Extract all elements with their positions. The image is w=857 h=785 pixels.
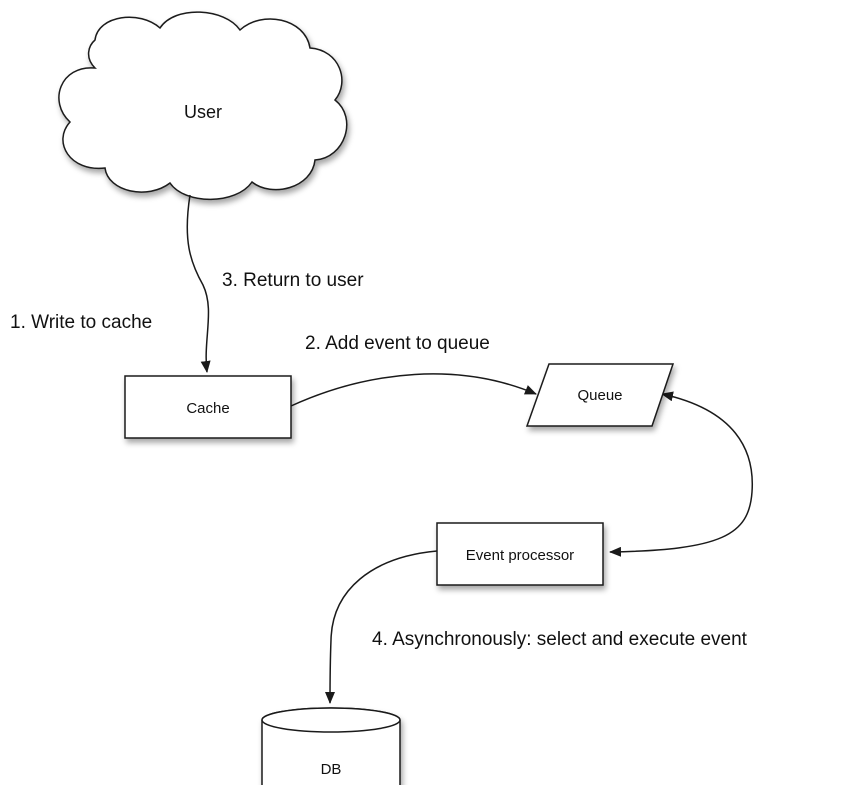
add-event-arrow <box>290 373 537 407</box>
db-label: DB <box>321 761 342 778</box>
event-processor-label: Event processor <box>466 547 574 564</box>
queue-label: Queue <box>577 387 622 404</box>
write-to-cache-arrow <box>186 194 211 373</box>
edge-processor-queue <box>609 391 754 557</box>
queue-node: Queue <box>525 363 675 427</box>
event-processor-node: Event processor <box>436 522 604 586</box>
edge-write-to-cache <box>186 194 211 373</box>
processor-queue-arrow <box>609 391 754 557</box>
cache-node: Cache <box>124 375 292 439</box>
async-execute-arrow <box>325 550 438 704</box>
db-node: DB <box>261 707 401 785</box>
db-cylinder-top <box>261 707 401 733</box>
cache-box <box>124 375 292 439</box>
cache-label: Cache <box>186 400 229 417</box>
queue-box <box>525 363 675 427</box>
user-label: User <box>184 102 222 122</box>
user-node: User <box>58 11 348 201</box>
write-to-cache-label: 1. Write to cache <box>10 312 152 333</box>
edge-add-event <box>290 373 537 407</box>
edge-async-execute <box>325 550 438 704</box>
add-event-label: 2. Add event to queue <box>305 333 490 354</box>
return-to-user-label: 3. Return to user <box>222 270 364 291</box>
async-execute-label: 4. Asynchronously: select and execute ev… <box>372 629 748 650</box>
cloud-shape <box>58 11 348 201</box>
event-processor-box <box>436 522 604 586</box>
